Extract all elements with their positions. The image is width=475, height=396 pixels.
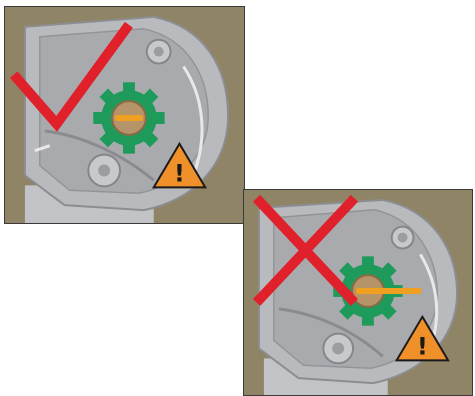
incorrect-installation-illustration: ! (244, 190, 472, 395)
incorrect-installation-panel: ! (243, 189, 473, 396)
correct-installation-panel: ! (4, 6, 245, 224)
shaft (115, 115, 143, 121)
warning-symbol: ! (174, 159, 185, 187)
shaft (356, 288, 421, 294)
green-gear (93, 82, 164, 153)
correct-installation-illustration: ! (5, 7, 244, 223)
warning-symbol: ! (417, 332, 428, 360)
